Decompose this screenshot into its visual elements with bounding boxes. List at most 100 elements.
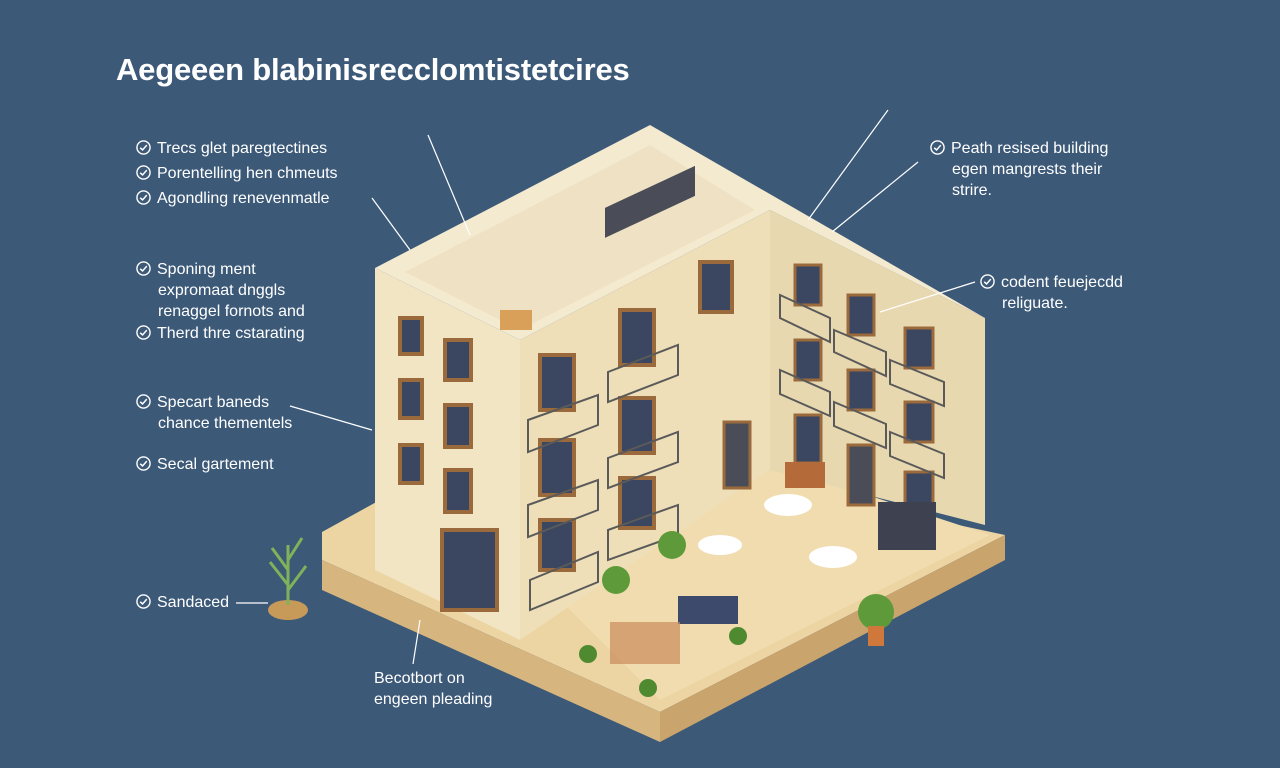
diagram-title: Aegeeen blabinisrecclomtistetcires: [116, 52, 630, 87]
callout-line: [807, 109, 889, 221]
check-circle-icon: [136, 261, 151, 276]
callout-text: Peath resised building: [951, 140, 1109, 157]
window: [538, 353, 576, 412]
sapling-soil: [268, 600, 308, 620]
callout-text: Trecs glet paregtectines: [157, 140, 328, 157]
planter-box: [785, 462, 825, 488]
callout-line: [427, 134, 471, 236]
window: [443, 338, 473, 382]
check-circle-icon: [136, 140, 151, 155]
window: [618, 308, 656, 367]
outdoor-bench: [878, 502, 936, 550]
plant-pot: [868, 626, 884, 646]
balcony-railing: [779, 293, 831, 344]
balcony-railing: [529, 550, 599, 612]
window: [846, 368, 876, 412]
check-circle-icon: [136, 325, 151, 340]
callout-text: religuate.: [1002, 295, 1068, 312]
callout-line: [412, 619, 421, 665]
window: [443, 403, 473, 449]
callout-bottom: Becotbort on engeen pleading: [374, 668, 492, 710]
building-right-wall: [770, 210, 985, 525]
window: [398, 316, 424, 356]
side-door: [722, 420, 752, 490]
sapling-plant: [268, 537, 308, 605]
entrance-door: [440, 528, 499, 612]
callout-text: engeen pleading: [374, 691, 493, 708]
window: [398, 378, 424, 420]
balcony-railing: [527, 478, 599, 539]
callout-left-1: Trecs glet paregtectines: [136, 138, 327, 159]
callout-left-3: Agondling renevenmatle: [136, 188, 330, 209]
balcony-railing: [527, 393, 599, 454]
window: [793, 413, 823, 465]
window: [903, 400, 935, 444]
courtyard-rug: [610, 622, 680, 664]
callout-left-2: Porentelling hen chmeuts: [136, 163, 338, 184]
roof-box: [500, 310, 532, 330]
window: [398, 443, 424, 485]
potted-plant: [858, 594, 894, 630]
shrub: [639, 679, 657, 697]
window: [618, 396, 656, 455]
callout-line: [831, 161, 919, 233]
callout-text: Secal gartement: [157, 456, 274, 473]
balcony-railing: [889, 358, 945, 408]
callout-text: chance thementels: [158, 415, 293, 432]
courtyard-table: [698, 535, 742, 555]
callout-right-1: Peath resised building egen mangrests th…: [930, 138, 1108, 201]
callout-text: egen mangrests their: [952, 161, 1103, 178]
callout-text: Sponing ment: [157, 261, 256, 278]
roof-sofa: [605, 165, 695, 238]
window: [903, 326, 935, 370]
window: [846, 293, 876, 337]
window: [793, 338, 823, 382]
courtyard-sofa: [678, 596, 738, 624]
callout-text: Sandaced: [157, 594, 230, 611]
callout-text: codent feuejecdd: [1001, 274, 1123, 291]
shrub: [579, 645, 597, 663]
potted-plant: [658, 531, 686, 559]
callout-text: Becotbort on: [374, 670, 465, 687]
callout-text: Therd thre cstarating: [157, 325, 305, 342]
callout-line: [289, 405, 373, 431]
callout-left-8: Sandaced: [136, 592, 229, 613]
check-circle-icon: [980, 274, 995, 289]
potted-plant: [602, 566, 630, 594]
check-circle-icon: [136, 165, 151, 180]
window: [793, 263, 823, 307]
courtyard-table: [764, 494, 812, 516]
callout-text: expromaat dnggls: [158, 282, 286, 299]
check-circle-icon: [930, 140, 945, 155]
callout-line: [879, 281, 976, 313]
callout-text: Specart baneds: [157, 394, 270, 411]
callout-right-2: codent feuejecdd religuate.: [980, 272, 1123, 314]
courtyard-table: [809, 546, 857, 568]
callout-text: Agondling renevenmatle: [157, 190, 330, 207]
check-circle-icon: [136, 394, 151, 409]
window: [698, 260, 734, 314]
ground-platform-side-right: [660, 535, 1005, 742]
balcony-railing: [779, 368, 831, 418]
callout-text: Porentelling hen chmeuts: [157, 165, 338, 182]
shrub: [729, 627, 747, 645]
callout-left-5: Therd thre cstarating: [136, 323, 305, 344]
ground-platform-side-left: [322, 560, 660, 742]
side-door: [846, 443, 876, 507]
callout-left-6: Specart baneds chance thementels: [136, 392, 292, 434]
check-circle-icon: [136, 190, 151, 205]
callout-text: strire.: [952, 182, 992, 199]
window: [443, 468, 473, 514]
balcony-railing: [889, 430, 945, 480]
window: [538, 518, 576, 572]
window: [538, 438, 576, 497]
callout-line: [371, 197, 411, 251]
callout-text: renaggel fornots and: [158, 303, 305, 320]
balcony-railing: [833, 328, 887, 378]
callout-left-4: Sponing ment expromaat dnggls renaggel f…: [136, 259, 305, 322]
callout-left-7: Secal gartement: [136, 454, 274, 475]
balcony-railing: [833, 400, 887, 450]
check-circle-icon: [136, 456, 151, 471]
